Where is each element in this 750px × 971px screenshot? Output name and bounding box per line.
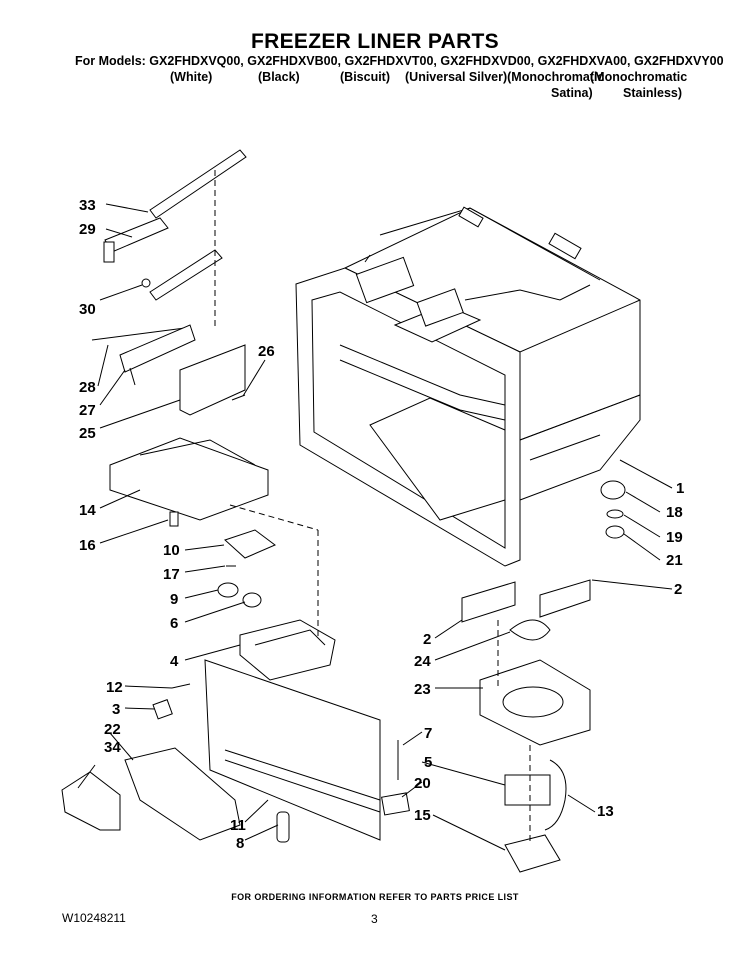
color-universal-silver: (Universal Silver)(Monochromatic (405, 70, 605, 84)
color-biscuit: (Biscuit) (340, 70, 390, 84)
callout-1: 1 (676, 480, 684, 497)
left-parts-drawing (61, 149, 410, 843)
callout-20: 20 (414, 775, 431, 792)
callout-10: 10 (163, 542, 180, 559)
callout-28: 28 (79, 379, 96, 396)
document-number: W10248211 (62, 911, 126, 925)
callout-25: 25 (79, 425, 96, 442)
callout-6: 6 (170, 615, 178, 632)
callout-5: 5 (424, 754, 432, 771)
callout-24: 24 (414, 653, 431, 670)
freezer-liner-drawing (295, 206, 641, 567)
page-title: FREEZER LINER PARTS (251, 30, 499, 53)
callout-3: 3 (112, 701, 120, 718)
callout-2-left: 2 (423, 631, 431, 648)
color-stainless: Stainless) (623, 86, 683, 100)
callout-14: 14 (79, 502, 96, 519)
callout-9: 9 (170, 591, 178, 608)
fan-assembly-drawing (461, 480, 626, 873)
callout-21: 21 (666, 552, 683, 569)
callout-4: 4 (170, 653, 179, 670)
callout-30: 30 (79, 301, 96, 318)
callout-16: 16 (79, 537, 96, 554)
callout-17: 17 (163, 566, 180, 583)
color-monochromatic-stainless-a: (Monochromatic (590, 70, 688, 84)
callout-2-right: 2 (674, 581, 682, 598)
callout-8: 8 (236, 835, 244, 852)
callout-29: 29 (79, 221, 96, 238)
leader-lines (77, 203, 673, 851)
callout-12: 12 (106, 679, 123, 696)
color-black: (Black) (258, 70, 300, 84)
ordering-note: FOR ORDERING INFORMATION REFER TO PARTS … (231, 892, 519, 902)
callout-23: 23 (414, 681, 431, 698)
callout-labels: 33 29 30 28 27 25 26 14 16 10 17 9 6 4 1… (79, 197, 684, 852)
callout-11: 11 (230, 817, 246, 834)
callout-15: 15 (414, 807, 431, 824)
callout-27: 27 (79, 402, 96, 419)
callout-34: 34 (104, 739, 121, 756)
callout-19: 19 (666, 529, 683, 546)
callout-22: 22 (104, 721, 121, 738)
alignment-lines (214, 170, 531, 845)
callout-13: 13 (597, 803, 614, 820)
callout-18: 18 (666, 504, 683, 521)
color-white: (White) (170, 70, 213, 84)
models-line: For Models: GX2FHDXVQ00, GX2FHDXVB00, GX… (75, 54, 724, 68)
page-number: 3 (371, 912, 378, 926)
callout-7: 7 (424, 725, 432, 742)
callout-33: 33 (79, 197, 96, 214)
color-satina: Satina) (551, 86, 593, 100)
callout-26: 26 (258, 343, 275, 360)
